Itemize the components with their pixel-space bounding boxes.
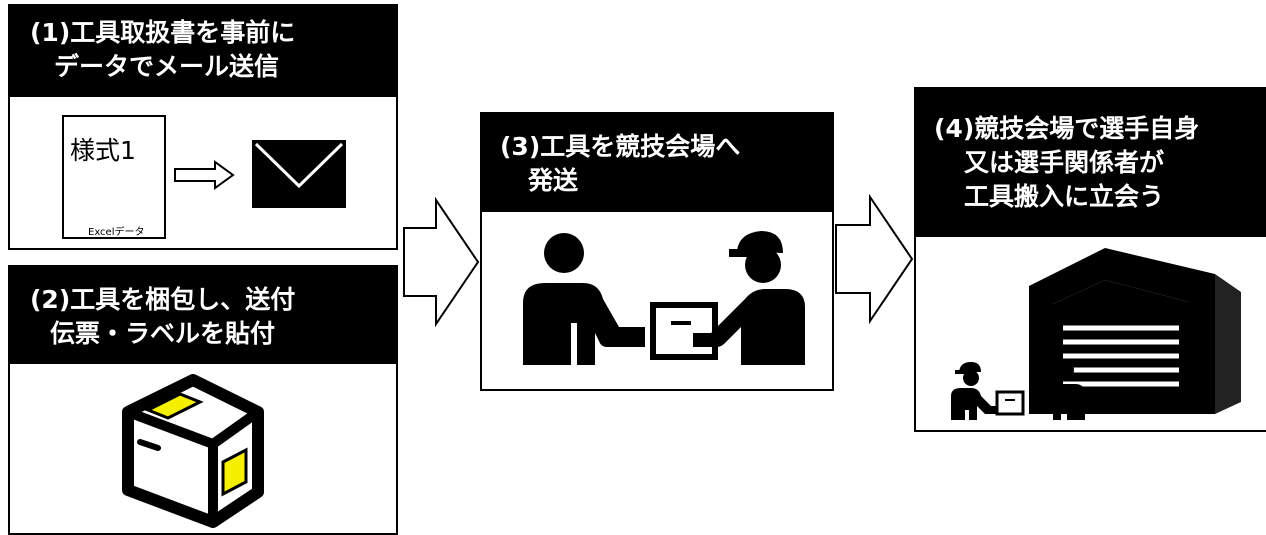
cardboard-box-icon	[122, 374, 264, 528]
package-handoff-icon	[523, 231, 805, 365]
step-4-title-line-3: 工具搬入に立会う	[964, 182, 1165, 211]
form-label: 様式1	[70, 136, 136, 165]
step-1-header: (1)工具取扱書を事前に データでメール送信	[8, 4, 398, 97]
envelope-icon	[252, 140, 346, 208]
step-4-title-line-1: (4)競技会場で選手自身	[934, 114, 1200, 143]
step-2-title-line-2: 伝票・ラベルを貼付	[50, 319, 276, 348]
document-icon: 様式1 Excelデータ	[62, 115, 166, 239]
form-footnote: Excelデータ	[88, 227, 145, 238]
step-1-title-line-1: (1)工具取扱書を事前に	[30, 18, 296, 47]
step-2-header: (2)工具を梱包し、送付 伝票・ラベルを貼付	[8, 265, 398, 364]
right-arrow-icon	[174, 160, 235, 190]
step-3-title-line-2: 発送	[528, 166, 579, 195]
step-3-title-line-1: (3)工具を競技会場へ	[500, 132, 741, 161]
flow-arrow-icon	[835, 193, 914, 325]
step-3-header: (3)工具を競技会場へ 発送	[480, 112, 834, 212]
step-4-title-line-2: 又は選手関係者が	[964, 148, 1165, 177]
step-2-title-line-1: (2)工具を梱包し、送付	[30, 285, 296, 314]
step-4-header: (4)競技会場で選手自身 又は選手関係者が 工具搬入に立会う	[914, 87, 1266, 237]
warehouse-delivery-icon	[951, 248, 1241, 420]
flow-arrow-icon	[403, 196, 480, 328]
step-1-title-line-2: データでメール送信	[54, 52, 280, 81]
